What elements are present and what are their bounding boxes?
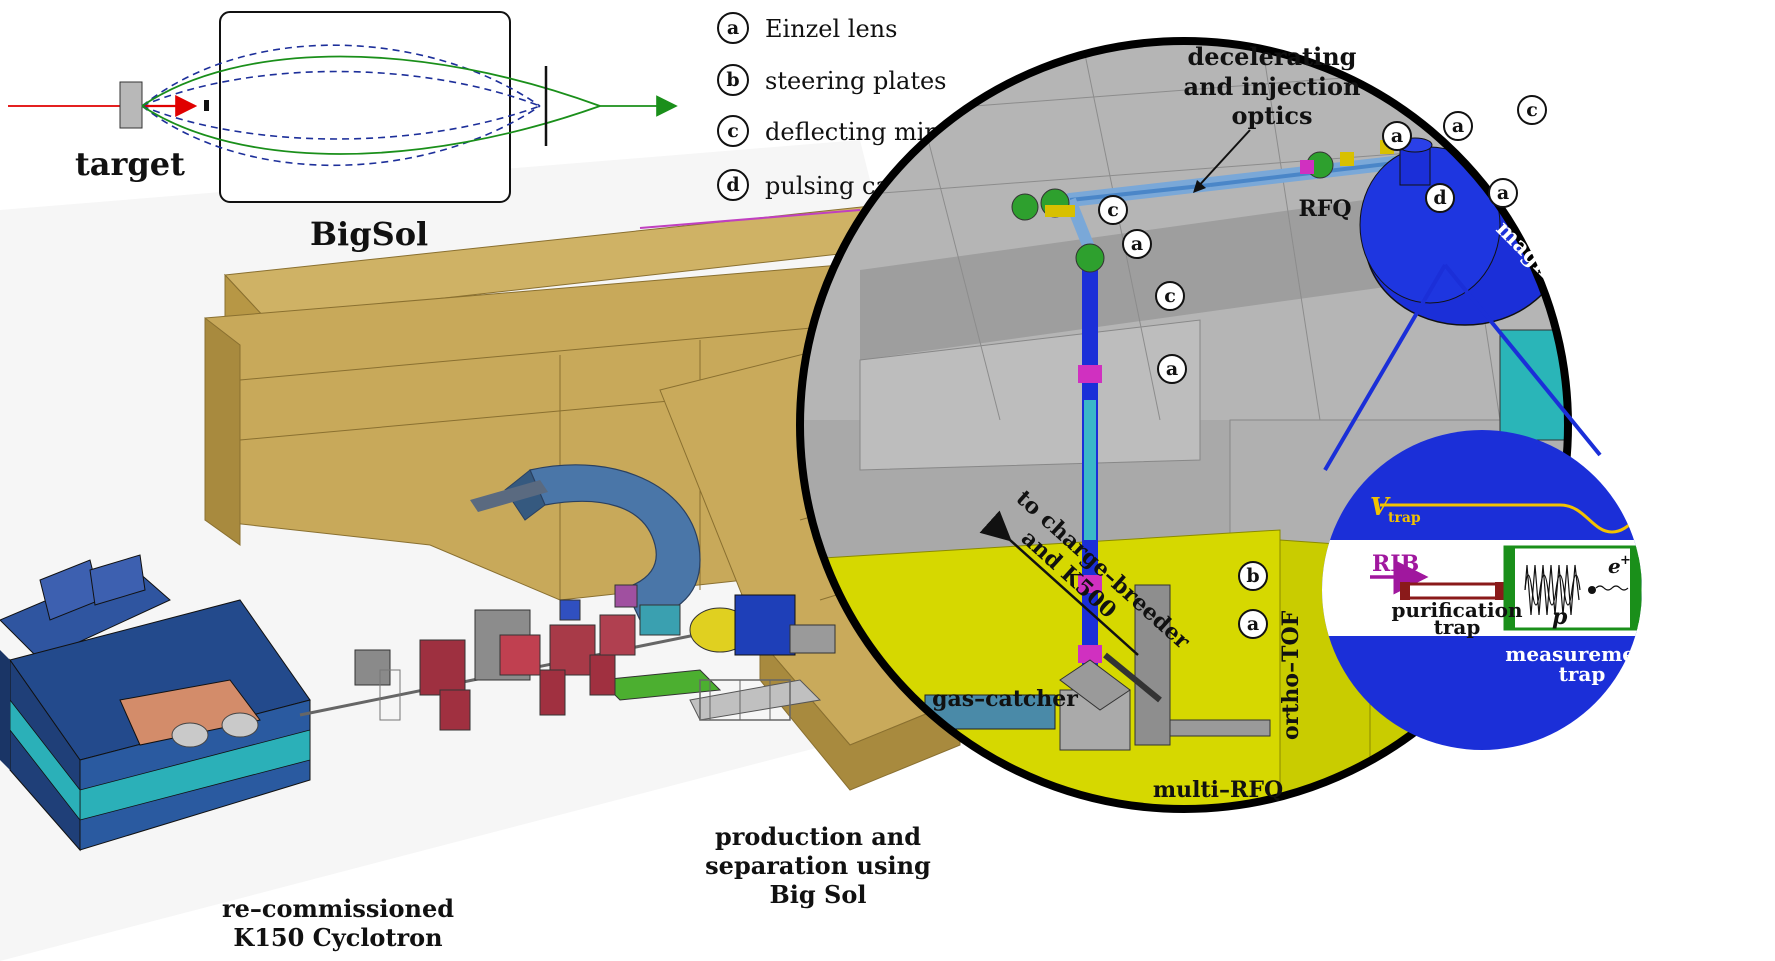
svg-text:b: b <box>1246 565 1259 587</box>
svg-text:K150 Cyclotron: K150 Cyclotron <box>233 923 442 952</box>
svg-text:a: a <box>1391 125 1403 147</box>
svg-text:purification: purification <box>1391 598 1523 622</box>
multi-rfq-label: multi–RFQ <box>1153 777 1283 803</box>
svg-text:re–commissioned: re–commissioned <box>222 894 454 923</box>
rib-label: RIB <box>1372 551 1419 577</box>
svg-text:and injection: and injection <box>1184 72 1361 101</box>
marker-d1: d <box>1425 183 1455 213</box>
marker-c3: c <box>1517 95 1547 125</box>
legend-item-a: a Einzel lens <box>717 12 897 44</box>
e-label: e + <box>1608 553 1631 578</box>
svg-text:V: V <box>1370 492 1391 521</box>
marker-a3: a <box>1382 121 1412 151</box>
production-label: production and separation using Big Sol <box>705 822 931 909</box>
measurement-label: measurement trap <box>1505 642 1659 686</box>
trap-bubble: V trap RIB purification trap p e + measu… <box>1322 263 1660 750</box>
beamline-equipment <box>299 584 836 731</box>
svg-text:e: e <box>1608 554 1621 578</box>
svg-text:optics: optics <box>1231 101 1312 130</box>
svg-text:a: a <box>1497 182 1509 204</box>
svg-text:+: + <box>1620 553 1631 568</box>
target-block <box>119 81 143 129</box>
svg-text:a: a <box>727 17 739 39</box>
svg-text:trap: trap <box>1388 510 1421 526</box>
svg-text:Einzel lens: Einzel lens <box>765 15 897 43</box>
optics-label: decelerating and injection optics <box>1184 42 1361 193</box>
svg-text:a: a <box>1166 358 1178 380</box>
svg-text:c: c <box>1164 285 1176 307</box>
ortho-tof-label: ortho–TOF <box>1278 610 1304 740</box>
marker-a4: a <box>1443 111 1473 141</box>
marker-a5: a <box>1488 178 1518 208</box>
marker-c1: c <box>1098 195 1128 225</box>
svg-text:c: c <box>1107 199 1119 221</box>
bigsol-schematic: target BigSol <box>8 11 678 253</box>
legend-item-b: b steering plates <box>717 64 946 96</box>
svg-text:a: a <box>1452 115 1464 137</box>
vtrap-label: V trap <box>1370 492 1421 526</box>
bigsol-box <box>219 11 511 203</box>
cyclotron-label: re–commissioned K150 Cyclotron <box>222 894 454 952</box>
svg-text:a: a <box>1131 233 1143 255</box>
svg-text:separation using: separation using <box>705 851 931 880</box>
svg-text:steering plates: steering plates <box>765 67 946 95</box>
marker-a1: a <box>1122 229 1152 259</box>
marker-a6: a <box>1238 609 1268 639</box>
bigsol-label: BigSol <box>310 215 428 253</box>
svg-text:decelerating: decelerating <box>1188 42 1357 71</box>
gas-catcher-label: gas–catcher <box>932 686 1078 712</box>
p-label: p <box>1552 604 1568 630</box>
inset-border <box>796 37 1572 813</box>
k150-cyclotron <box>0 554 311 852</box>
inset-markers: c a c a a a c d a b a <box>1098 95 1547 639</box>
svg-text:Big Sol: Big Sol <box>770 880 867 909</box>
svg-text:measurement: measurement <box>1505 642 1659 666</box>
svg-text:d: d <box>1433 187 1446 209</box>
svg-text:b: b <box>726 69 739 91</box>
svg-text:production and: production and <box>715 822 921 851</box>
svg-text:c: c <box>727 120 739 142</box>
purification-label: purification trap <box>1391 598 1523 639</box>
purification-trap <box>1403 582 1502 600</box>
svg-text:d: d <box>726 174 739 196</box>
marker-a2: a <box>1157 354 1187 384</box>
target-label: target <box>75 145 185 183</box>
marker-b1: b <box>1238 561 1268 591</box>
svg-text:trap: trap <box>1559 662 1606 686</box>
svg-text:trap: trap <box>1434 615 1481 639</box>
facility-background <box>0 140 1000 961</box>
svg-text:a: a <box>1247 613 1259 635</box>
rfq-label: RFQ <box>1298 196 1351 222</box>
marker-c2: c <box>1155 281 1185 311</box>
svg-text:c: c <box>1526 99 1538 121</box>
ortho-tof <box>1134 584 1171 746</box>
vtrap-curve <box>1380 503 1642 534</box>
